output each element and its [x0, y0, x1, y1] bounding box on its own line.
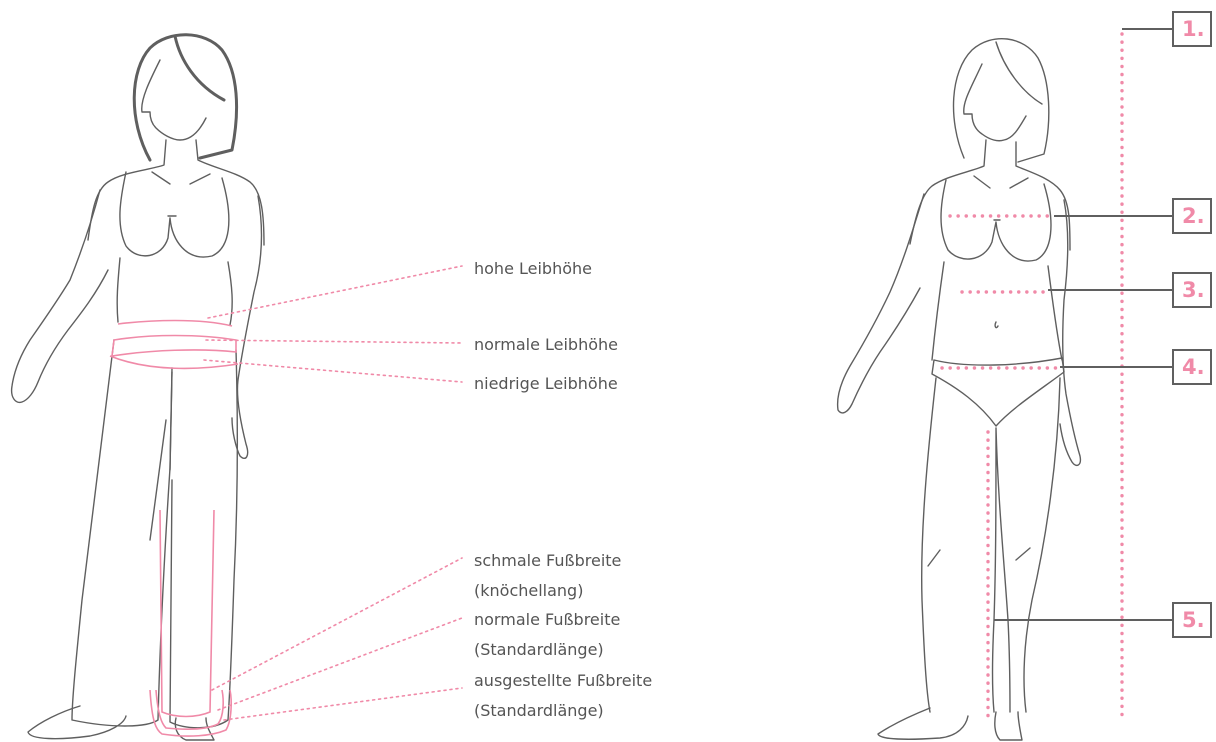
label-narrow-hem-length: (knöchellang) — [474, 580, 583, 602]
left-hair — [134, 35, 236, 160]
hem-narrow — [160, 510, 214, 717]
connector-normal-hem — [218, 618, 462, 710]
label-normal-hem: normale Fußbreite — [474, 609, 620, 631]
right-legs — [922, 378, 1060, 712]
label-narrow-hem: schmale Fußbreite — [474, 550, 621, 572]
label-high-rise: hohe Leibhöhe — [474, 258, 592, 280]
label-normal-rise: normale Leibhöhe — [474, 334, 618, 356]
label-normal-hem-length: (Standardlänge) — [474, 639, 604, 661]
connector-flared — [224, 688, 462, 720]
label-flared-hem: ausgestellte Fußbreite — [474, 670, 652, 692]
connector-low — [204, 360, 462, 382]
right-foot-right — [995, 712, 1022, 740]
waistband-low — [110, 356, 238, 368]
left-foot-left — [28, 706, 126, 739]
left-collarbone — [152, 172, 210, 184]
connector-high — [208, 266, 462, 318]
marker-5: 5. — [1172, 602, 1212, 638]
right-hair — [954, 39, 1049, 162]
right-bra — [941, 180, 1051, 261]
connector-narrow — [212, 558, 462, 690]
right-torso — [932, 262, 1062, 360]
right-neck — [910, 140, 1070, 250]
left-pants-crease — [150, 372, 172, 540]
label-flared-hem-length: (Standardlänge) — [474, 700, 604, 722]
left-figure — [12, 35, 264, 740]
left-bra — [120, 172, 229, 257]
marker-2: 2. — [1172, 198, 1212, 234]
label-low-rise: niedrige Leibhöhe — [474, 373, 618, 395]
left-arm-right — [232, 196, 261, 458]
waistband-normal — [112, 336, 236, 357]
left-accents — [110, 321, 238, 737]
right-leaders — [994, 29, 1172, 620]
right-collarbone — [974, 176, 1028, 188]
left-arm-left — [12, 190, 108, 402]
left-pants — [72, 340, 237, 728]
left-torso — [117, 258, 232, 325]
waistband-high — [118, 321, 232, 327]
right-face — [964, 64, 1026, 141]
right-measures — [942, 34, 1122, 716]
left-connectors — [204, 266, 462, 720]
right-arm-left — [838, 194, 924, 413]
hem-normal — [156, 690, 223, 729]
marker-3: 3. — [1172, 272, 1212, 308]
right-foot-left — [878, 708, 968, 739]
left-neck — [88, 140, 264, 245]
marker-4: 4. — [1172, 349, 1212, 385]
left-face — [142, 60, 206, 140]
right-figure — [838, 39, 1081, 740]
marker-1: 1. — [1172, 11, 1212, 47]
